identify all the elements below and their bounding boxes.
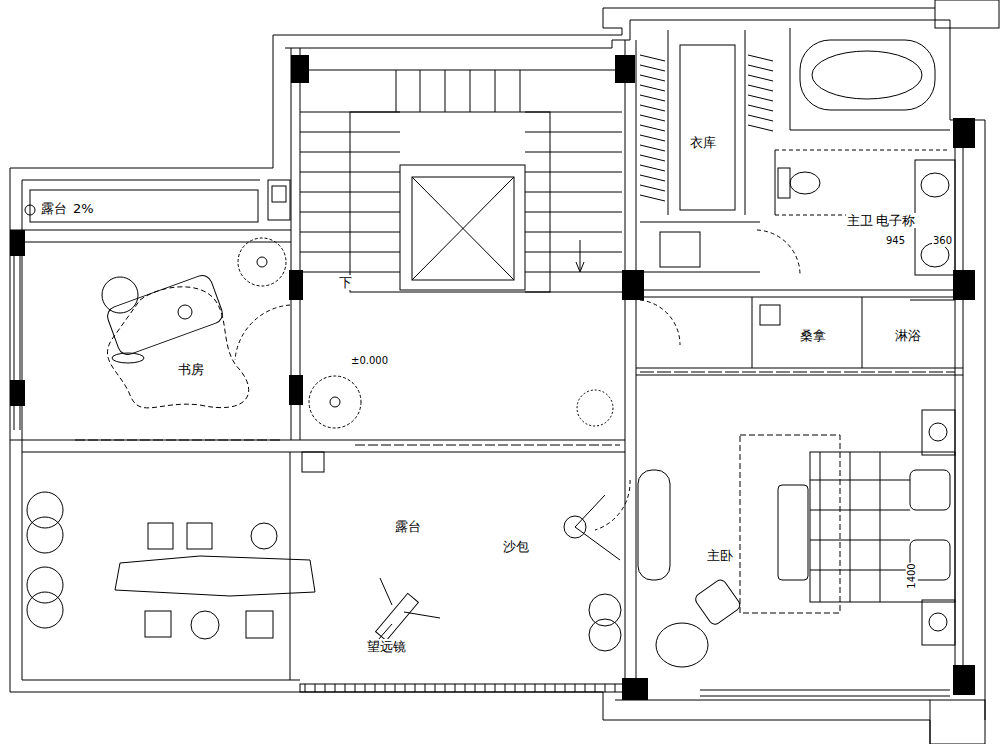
doors bbox=[235, 230, 800, 530]
room-label: 露台 bbox=[40, 201, 68, 216]
room-label: 945 bbox=[885, 235, 906, 247]
room-label: 360 bbox=[932, 235, 953, 247]
terrace-furniture bbox=[115, 495, 620, 641]
study-furniture bbox=[102, 273, 249, 408]
room-label: 桑拿 bbox=[799, 328, 827, 343]
bathroom-fixtures bbox=[760, 40, 955, 325]
room-label: ±0.000 bbox=[350, 355, 389, 367]
room-label: 望远镜 bbox=[366, 639, 407, 654]
room-label: 沙包 bbox=[502, 539, 530, 554]
room-label: 下 bbox=[338, 275, 353, 290]
room-label: 1400 bbox=[906, 562, 918, 589]
wardrobe bbox=[640, 45, 773, 267]
walls bbox=[10, 0, 999, 744]
bedroom-furniture bbox=[638, 410, 955, 667]
stairs bbox=[300, 70, 622, 292]
columns bbox=[10, 55, 975, 700]
room-label: 2% bbox=[72, 201, 95, 216]
room-label: 淋浴 bbox=[894, 328, 922, 343]
plants bbox=[27, 238, 621, 651]
room-label: 电子称 bbox=[875, 213, 916, 228]
room-label: 衣库 bbox=[689, 135, 717, 150]
room-label: 主卫 bbox=[846, 213, 874, 228]
room-label: 露台 bbox=[394, 519, 422, 534]
room-label: 主卧 bbox=[706, 548, 734, 563]
room-label: 书房 bbox=[177, 362, 205, 377]
